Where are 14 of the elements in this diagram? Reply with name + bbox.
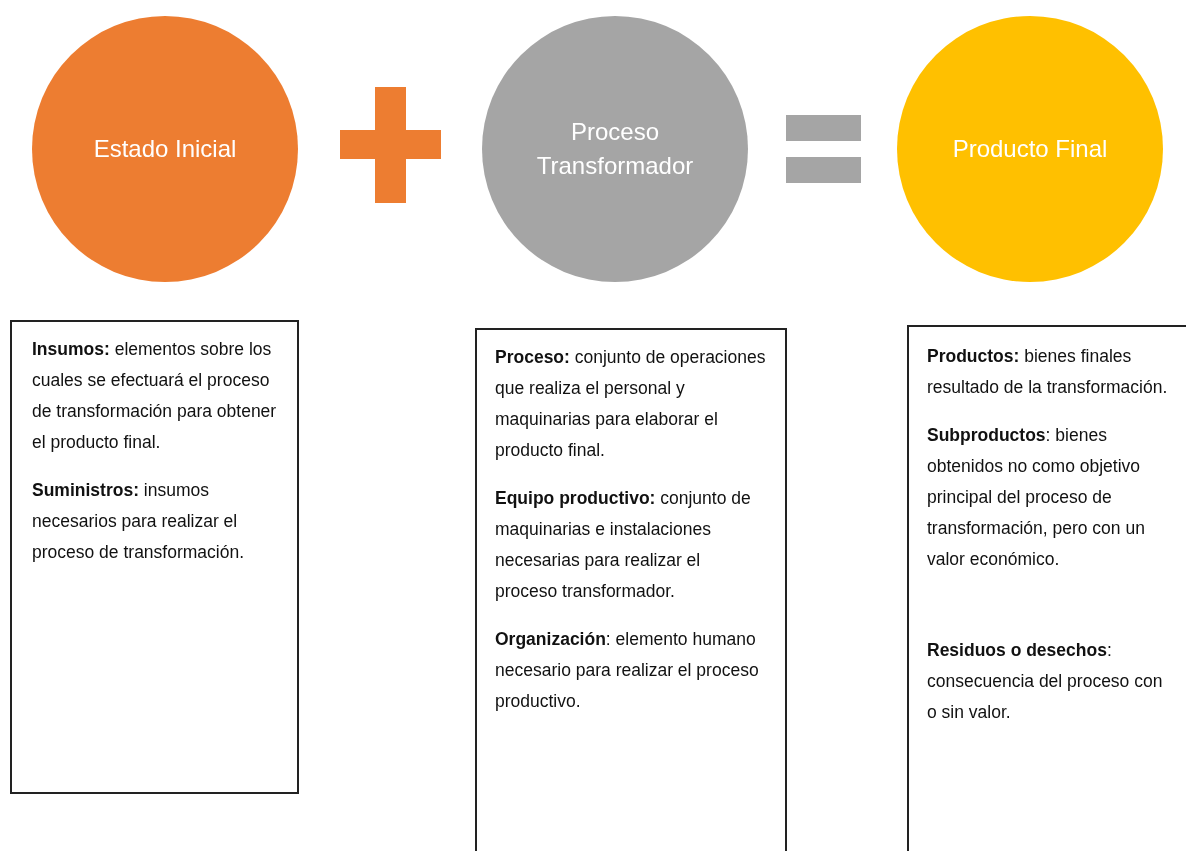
description-text: Residuos o desechos: consecuencia del proceso con o sin valor. [927,639,1164,724]
description-text: Equipo productivo: conjunto de maquinarias e instalaciones necesarias para realizar el proceso transformador. [495,487,752,603]
circle-label: Producto Final [951,134,1109,165]
text-box [10,320,299,794]
description-text: Proceso: conjunto de operaciones que realiza el personal y maquinarias para elaborar el producto final. [495,346,767,462]
circle-label: Proceso Transformador [535,117,695,181]
description-text: Productos: bienes finales resultado de la transformación. [927,345,1169,399]
description-text: Insumos: elementos sobre los cuales se efectuará el proceso de transformación para obtener el producto final. [32,338,277,454]
description-text: Organización: elemento humano necesario para realizar el proceso productivo. [495,628,760,713]
text-box [907,325,1186,851]
circle-label: Estado Inicial [92,134,238,165]
description-text: Subproductos: bienes obtenidos no como objetivo principal del proceso de transformación, pero con un valor económico. [927,424,1146,571]
text-box [475,328,787,851]
description-text: Suministros: insumos necesarios para realizar el proceso de transformación. [32,479,246,564]
